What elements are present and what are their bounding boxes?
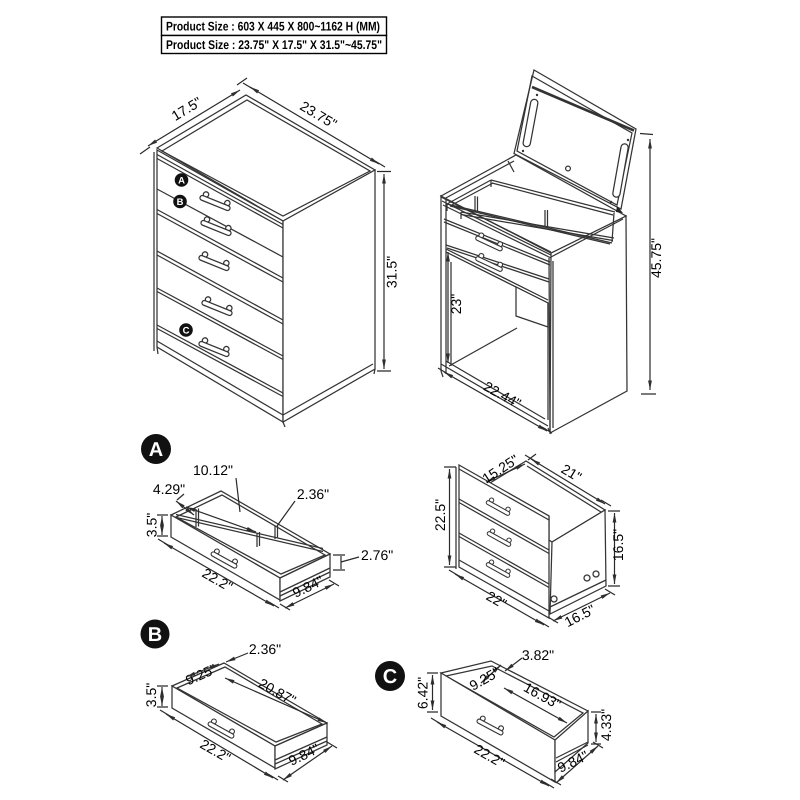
svg-text:2.36": 2.36": [297, 486, 329, 502]
svg-text:23.75": 23.75": [297, 98, 340, 132]
svg-text:22.5": 22.5": [432, 499, 448, 531]
svg-text:3.82": 3.82": [522, 647, 554, 663]
svg-text:6.42": 6.42": [415, 677, 431, 709]
svg-text:Product Size : 603 X 445 X 800: Product Size : 603 X 445 X 800~1162 H (M…: [166, 20, 380, 34]
svg-text:45.75": 45.75": [648, 238, 664, 278]
svg-text:2.76": 2.76": [361, 547, 393, 563]
svg-text:A: A: [178, 176, 185, 187]
svg-text:16.5": 16.5": [610, 529, 626, 561]
svg-text:21": 21": [559, 461, 585, 485]
svg-text:10.12": 10.12": [193, 462, 233, 478]
svg-text:4.29": 4.29": [153, 481, 185, 497]
svg-text:22.44": 22.44": [481, 378, 524, 411]
svg-text:2.36": 2.36": [249, 641, 281, 657]
svg-text:C: C: [183, 326, 190, 337]
svg-text:3.5": 3.5": [143, 683, 159, 707]
svg-text:4.33": 4.33": [598, 709, 614, 741]
svg-text:17.5": 17.5": [168, 94, 204, 124]
svg-text:3.5": 3.5": [144, 513, 160, 537]
svg-text:31.5": 31.5": [384, 256, 400, 288]
svg-text:Product Size : 23.75" X 17.5": Product Size : 23.75" X 17.5" X 31.5"~45…: [166, 38, 382, 52]
svg-text:B: B: [177, 197, 184, 208]
svg-text:A: A: [149, 439, 163, 461]
svg-text:23": 23": [448, 294, 464, 315]
svg-text:B: B: [148, 624, 162, 646]
svg-text:C: C: [383, 666, 397, 688]
